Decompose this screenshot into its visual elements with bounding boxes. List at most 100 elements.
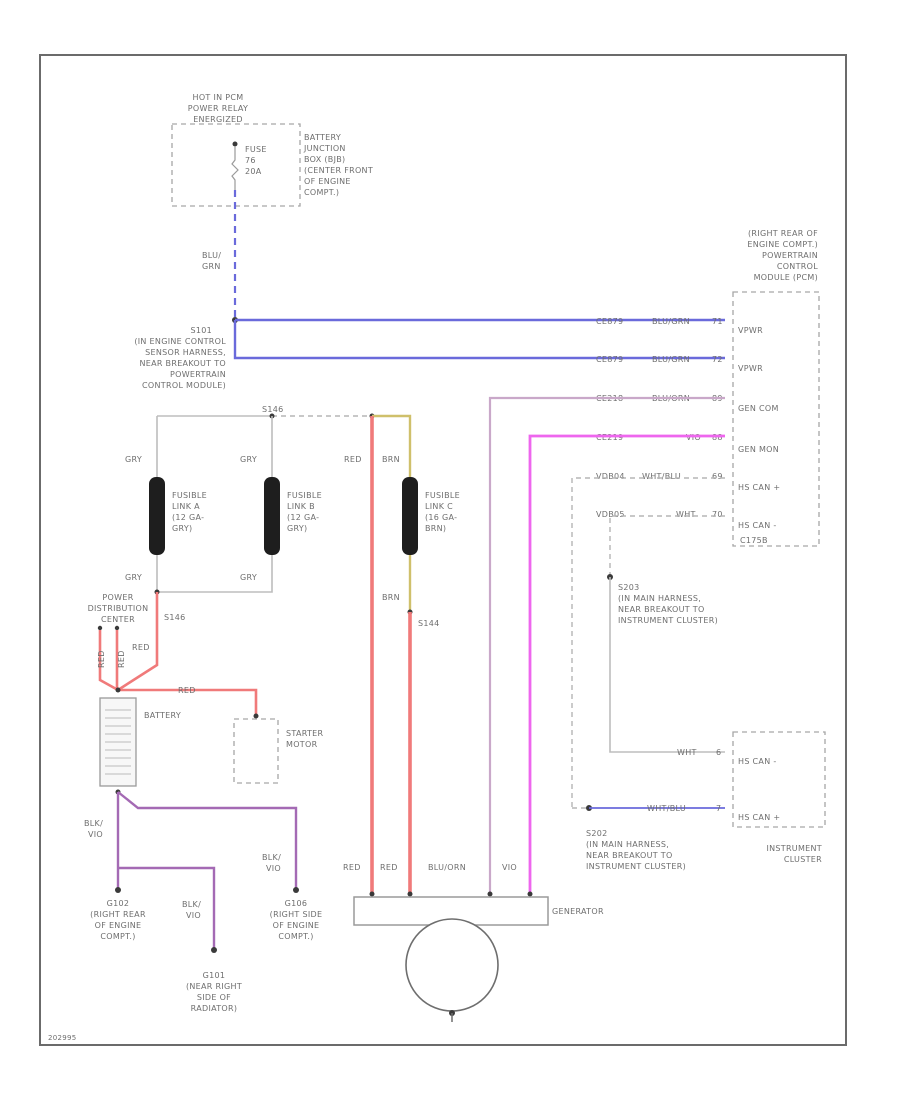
- g106-label-4: COMPT.): [278, 932, 313, 941]
- ground-wire-3-label-1: BLK/: [262, 853, 281, 862]
- pcm-box: [732, 291, 820, 547]
- bjb-location-3: BOX (BJB): [304, 155, 345, 164]
- starter-motor-box: [233, 718, 279, 784]
- s101-label-5: POWERTRAIN: [170, 370, 226, 379]
- generator-wire-3: BLU/ORN: [428, 863, 466, 872]
- diagram-frame: [39, 54, 847, 1046]
- fuse-header-line-3: ENERGIZED: [193, 115, 243, 124]
- link-b-name-3: (12 GA-: [287, 513, 319, 522]
- ground-wire-1-label-1: BLK/: [84, 819, 103, 828]
- ground-wire-2-label-2: VIO: [186, 911, 201, 920]
- generator-wire-2: RED: [380, 863, 398, 872]
- pcm-pin-vpwr-2: VPWR: [738, 364, 763, 373]
- pcm-wire-5-code: VDB04: [596, 472, 625, 481]
- ground-g106: [293, 887, 299, 893]
- ground-wire-3-label-2: VIO: [266, 864, 281, 873]
- link-c-name-4: BRN): [425, 524, 446, 533]
- cluster-label-2: CLUSTER: [784, 855, 822, 864]
- g101-label-3: SIDE OF: [197, 993, 231, 1002]
- bjb-location-4: (CENTER FRONT: [304, 166, 373, 175]
- s101-label-6: CONTROL MODULE): [142, 381, 226, 390]
- pcm-pin-gen-mon: GEN MON: [738, 445, 779, 454]
- starter-terminal: [253, 713, 259, 719]
- red-wire-label: RED: [344, 455, 362, 464]
- s202-label-1: S202: [586, 829, 608, 838]
- pdc-label-2: DISTRIBUTION: [88, 604, 149, 613]
- link-a-name-3: (12 GA-: [172, 513, 204, 522]
- cluster-pin-hs-can-plus: HS CAN +: [738, 813, 780, 822]
- pcm-wire-4-code: CE219: [596, 433, 623, 442]
- generator-wire-1: RED: [343, 863, 361, 872]
- link-a-name-4: GRY): [172, 524, 192, 533]
- wire-vpwr-2: [233, 320, 725, 360]
- g102-label-2: (RIGHT REAR: [90, 910, 146, 919]
- generator-wire-4: VIO: [502, 863, 517, 872]
- instrument-cluster: HS CAN - HS CAN + WHT 6 WHT/BLU 7 INSTRU…: [647, 731, 826, 864]
- pdc-label-3: CENTER: [101, 615, 135, 624]
- bjb-location-6: COMPT.): [304, 188, 339, 197]
- g101-label-4: RADIATOR): [191, 1004, 238, 1013]
- g101-label-1: G101: [203, 971, 226, 980]
- g102-label-4: COMPT.): [100, 932, 135, 941]
- link-c-name-3: (16 GA-: [425, 513, 457, 522]
- pcm-wire-2-label: BLU/GRN: [652, 355, 690, 364]
- g102-label-1: G102: [107, 899, 130, 908]
- s203-label-2: (IN MAIN HARNESS,: [618, 594, 701, 603]
- pcm-location-5: MODULE (PCM): [754, 273, 818, 282]
- ground-g101: [211, 947, 217, 953]
- link-b-name-2: LINK B: [287, 502, 315, 511]
- fusible-link-c: [402, 477, 418, 555]
- link-b-name-1: FUSIBLE: [287, 491, 322, 500]
- s101-label-4: NEAR BREAKOUT TO: [139, 359, 226, 368]
- pcm-pin-hs-can-minus: HS CAN -: [738, 521, 777, 530]
- generator-terminal-2: [407, 891, 413, 897]
- ground-wire-1-label-2: VIO: [88, 830, 103, 839]
- pdc-wire-3-label: RED: [132, 643, 150, 652]
- link-c-bottom-wire: BRN: [382, 593, 400, 602]
- s146-low-label: S146: [164, 613, 186, 622]
- s144-label: S144: [418, 619, 440, 628]
- pdc-wire-1-label: RED: [97, 650, 106, 668]
- wire-pdc-1: [98, 630, 119, 692]
- link-a-top-wire: GRY: [125, 455, 142, 464]
- wire-blu-grn-label-1: BLU/: [202, 251, 221, 260]
- g101-label-2: (NEAR RIGHT: [186, 982, 242, 991]
- bjb-location-1: BATTERY: [304, 133, 341, 142]
- pdc-terminal-1: [97, 625, 103, 631]
- pcm-wire-4-label: VIO: [686, 433, 701, 442]
- cluster-pin-hs-can-minus: HS CAN -: [738, 757, 777, 766]
- pcm-module: (RIGHT REAR OF ENGINE COMPT.) POWERTRAIN…: [732, 229, 820, 547]
- pcm-wire-6-label: WHT: [676, 510, 696, 519]
- starter-label-1: STARTER: [286, 729, 324, 738]
- wire-blu-grn-label-2: GRN: [202, 262, 221, 271]
- pdc-wire-2-label: RED: [117, 650, 126, 668]
- link-b-bottom-wire: GRY: [240, 573, 257, 582]
- link-a-bottom-wire: GRY: [125, 573, 142, 582]
- pcm-wire-1-label: BLU/GRN: [652, 317, 690, 326]
- fusible-link-a: [149, 477, 165, 555]
- s203-label-4: INSTRUMENT CLUSTER): [618, 616, 718, 625]
- fuse-header-line-2: POWER RELAY: [188, 104, 248, 113]
- pcm-pin-vpwr-1: VPWR: [738, 326, 763, 335]
- s101-label-2: (IN ENGINE CONTROL: [134, 337, 226, 346]
- wire-ground-g101: [118, 866, 216, 948]
- pdc-terminal-2: [114, 625, 120, 631]
- cluster-wire-2-pin: 7: [716, 804, 721, 813]
- pcm-wire-2-code: CE879: [596, 355, 623, 364]
- wire-s146-to-battery: [117, 592, 159, 692]
- s101-label-3: SENSOR HARNESS,: [145, 348, 226, 357]
- pcm-location-2: ENGINE COMPT.): [747, 240, 818, 249]
- fuse-label-line-2: 76: [245, 156, 256, 165]
- fuse-terminal: [232, 141, 238, 147]
- pcm-location-4: CONTROL: [777, 262, 818, 271]
- s146-top-label: S146: [262, 405, 284, 414]
- fuse-label-line-1: FUSE: [245, 145, 267, 154]
- pcm-wire-1-pin: 71: [712, 317, 723, 326]
- battery-label: BATTERY: [144, 711, 181, 720]
- generator-terminal-4: [527, 891, 533, 897]
- generator-body: [405, 918, 499, 1012]
- pcm-wire-labels: CE879 BLU/GRN 71 CE879 BLU/GRN 72 CE218 …: [596, 317, 723, 519]
- link-c-name-2: LINK C: [425, 502, 453, 511]
- pcm-wire-5-label: WHT/BLU: [642, 472, 681, 481]
